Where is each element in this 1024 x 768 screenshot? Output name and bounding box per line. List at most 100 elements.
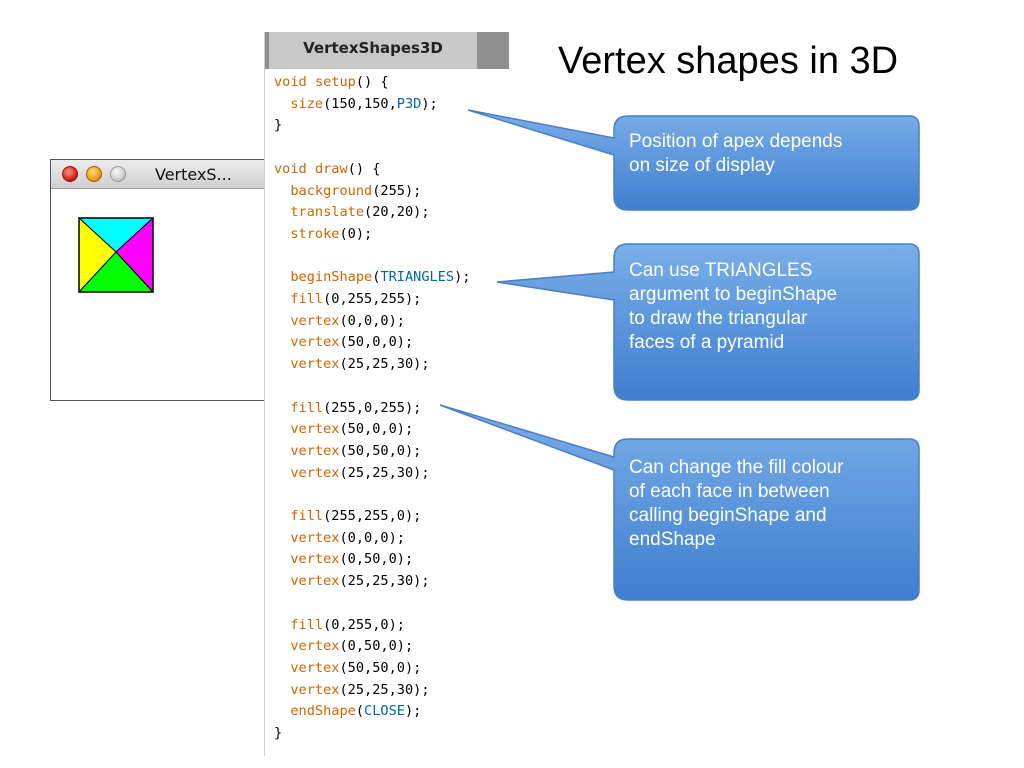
code-token: (0,255,255);	[323, 291, 422, 308]
code-line: }	[274, 115, 470, 137]
code-line: void draw() {	[274, 159, 470, 181]
code-token: (25,25,30);	[339, 681, 430, 698]
code-token: vertex	[290, 421, 340, 438]
code-token: (0,255,0);	[323, 616, 405, 633]
code-line: vertex(50,0,0);	[274, 332, 470, 354]
code-token: vertex	[290, 356, 340, 373]
code-token: setup	[314, 74, 356, 90]
code-line: vertex(0,0,0);	[274, 528, 470, 550]
code-token: (50,50,0);	[339, 659, 422, 676]
code-token: fill	[290, 399, 324, 416]
code-line: void setup() {	[274, 72, 470, 94]
code-line: size(150,150,P3D);	[274, 94, 470, 116]
code-line: vertex(50,50,0);	[274, 441, 470, 463]
code-line: background(255);	[274, 181, 470, 203]
callout-apex-text: Position of apex depends on size of disp…	[629, 131, 843, 176]
code-token: (0);	[339, 225, 373, 242]
code-line: }	[274, 723, 470, 745]
code-token: (0,0,0);	[339, 529, 405, 546]
code-token: (255,0,255);	[323, 399, 422, 416]
code-token: vertex	[290, 442, 340, 459]
code-token: beginShape	[290, 269, 373, 286]
close-window-button[interactable]	[62, 166, 78, 182]
code-token: CLOSE	[364, 703, 405, 720]
code-token: stroke	[290, 225, 340, 242]
code-line: stroke(0);	[274, 224, 470, 246]
code-token: (25,25,30);	[339, 573, 430, 590]
callout-triangles	[496, 243, 920, 401]
code-token: vertex	[290, 464, 340, 481]
code-token: (0,50,0);	[339, 638, 414, 655]
sketch-window-title: VertexS...	[155, 165, 232, 184]
code-token: translate	[290, 204, 365, 221]
pyramid-render	[78, 217, 154, 293]
code-token: vertex	[290, 573, 340, 590]
code-line: vertex(25,25,30);	[274, 680, 470, 702]
code-token: () {	[355, 74, 389, 90]
code-token: fill	[290, 616, 324, 633]
code-line: vertex(25,25,30);	[274, 571, 470, 593]
slide-title: Vertex shapes in 3D	[558, 40, 899, 82]
code-token: );	[404, 703, 422, 720]
code-token: size	[290, 95, 324, 112]
code-token: vertex	[290, 659, 340, 676]
callout-triangles-text: Can use TRIANGLES argument to beginShape…	[629, 260, 838, 353]
code-token: P3D	[396, 95, 422, 112]
code-token: }	[274, 725, 283, 742]
code-token: (255);	[372, 182, 422, 199]
code-token: background	[290, 182, 373, 199]
code-line: vertex(0,0,0);	[274, 311, 470, 333]
code-line: vertex(25,25,30);	[274, 463, 470, 485]
editor-tab-bar: VertexShapes3D	[265, 32, 509, 69]
callout-fill-colour-text: Can change the fill colour of each face …	[629, 457, 844, 550]
code-line: translate(20,20);	[274, 202, 470, 224]
code-token: vertex	[290, 638, 340, 655]
code-token: (	[355, 703, 365, 720]
code-token: (	[372, 269, 381, 286]
code-token: (20,20);	[364, 204, 430, 221]
code-line: fill(0,255,255);	[274, 289, 470, 311]
code-token: (50,0,0);	[339, 334, 414, 351]
code-line: fill(255,255,0);	[274, 506, 470, 528]
code-token: (150,150,	[323, 95, 397, 112]
code-line: fill(0,255,0);	[274, 615, 470, 637]
code-token: (50,50,0);	[339, 442, 422, 459]
code-line: fill(255,0,255);	[274, 398, 470, 420]
code-token: vertex	[290, 312, 340, 329]
callout-apex	[467, 109, 920, 211]
code-line: vertex(0,50,0);	[274, 549, 470, 571]
code-token: void	[274, 160, 307, 177]
code-token: vertex	[290, 334, 340, 351]
code-token: (0,0,0);	[339, 312, 405, 329]
code-token: (255,255,0);	[323, 508, 422, 525]
code-line: endShape(CLOSE);	[274, 701, 470, 723]
code-token: vertex	[290, 681, 340, 698]
code-token: );	[421, 95, 438, 112]
code-token: vertex	[290, 551, 340, 568]
code-line: vertex(0,50,0);	[274, 636, 470, 658]
code-token: void	[274, 74, 307, 90]
sketch-window: VertexS...	[50, 159, 272, 401]
zoom-window-button[interactable]	[110, 166, 126, 182]
code-text[interactable]: void setup() { size(150,150,P3D);} void …	[274, 72, 470, 745]
code-token: () {	[347, 160, 381, 177]
code-token: vertex	[290, 529, 340, 546]
code-line: vertex(50,50,0);	[274, 658, 470, 680]
code-token: (25,25,30);	[339, 464, 430, 481]
code-token: }	[274, 117, 283, 134]
sketch-window-titlebar[interactable]: VertexS...	[51, 160, 271, 189]
code-token: TRIANGLES	[380, 269, 455, 286]
code-token: (0,50,0);	[339, 551, 414, 568]
tab-vertexshapes3d[interactable]: VertexShapes3D	[269, 32, 477, 69]
code-line: vertex(25,25,30);	[274, 354, 470, 376]
code-token: );	[454, 269, 471, 286]
code-token: endShape	[290, 703, 356, 720]
code-token: fill	[290, 291, 324, 308]
minimize-window-button[interactable]	[86, 166, 102, 182]
code-line: beginShape(TRIANGLES);	[274, 267, 470, 289]
code-token: (50,0,0);	[339, 421, 414, 438]
code-line: vertex(50,0,0);	[274, 419, 470, 441]
code-token: draw	[314, 160, 348, 177]
code-editor: VertexShapes3D void setup() { size(150,1…	[264, 32, 509, 756]
